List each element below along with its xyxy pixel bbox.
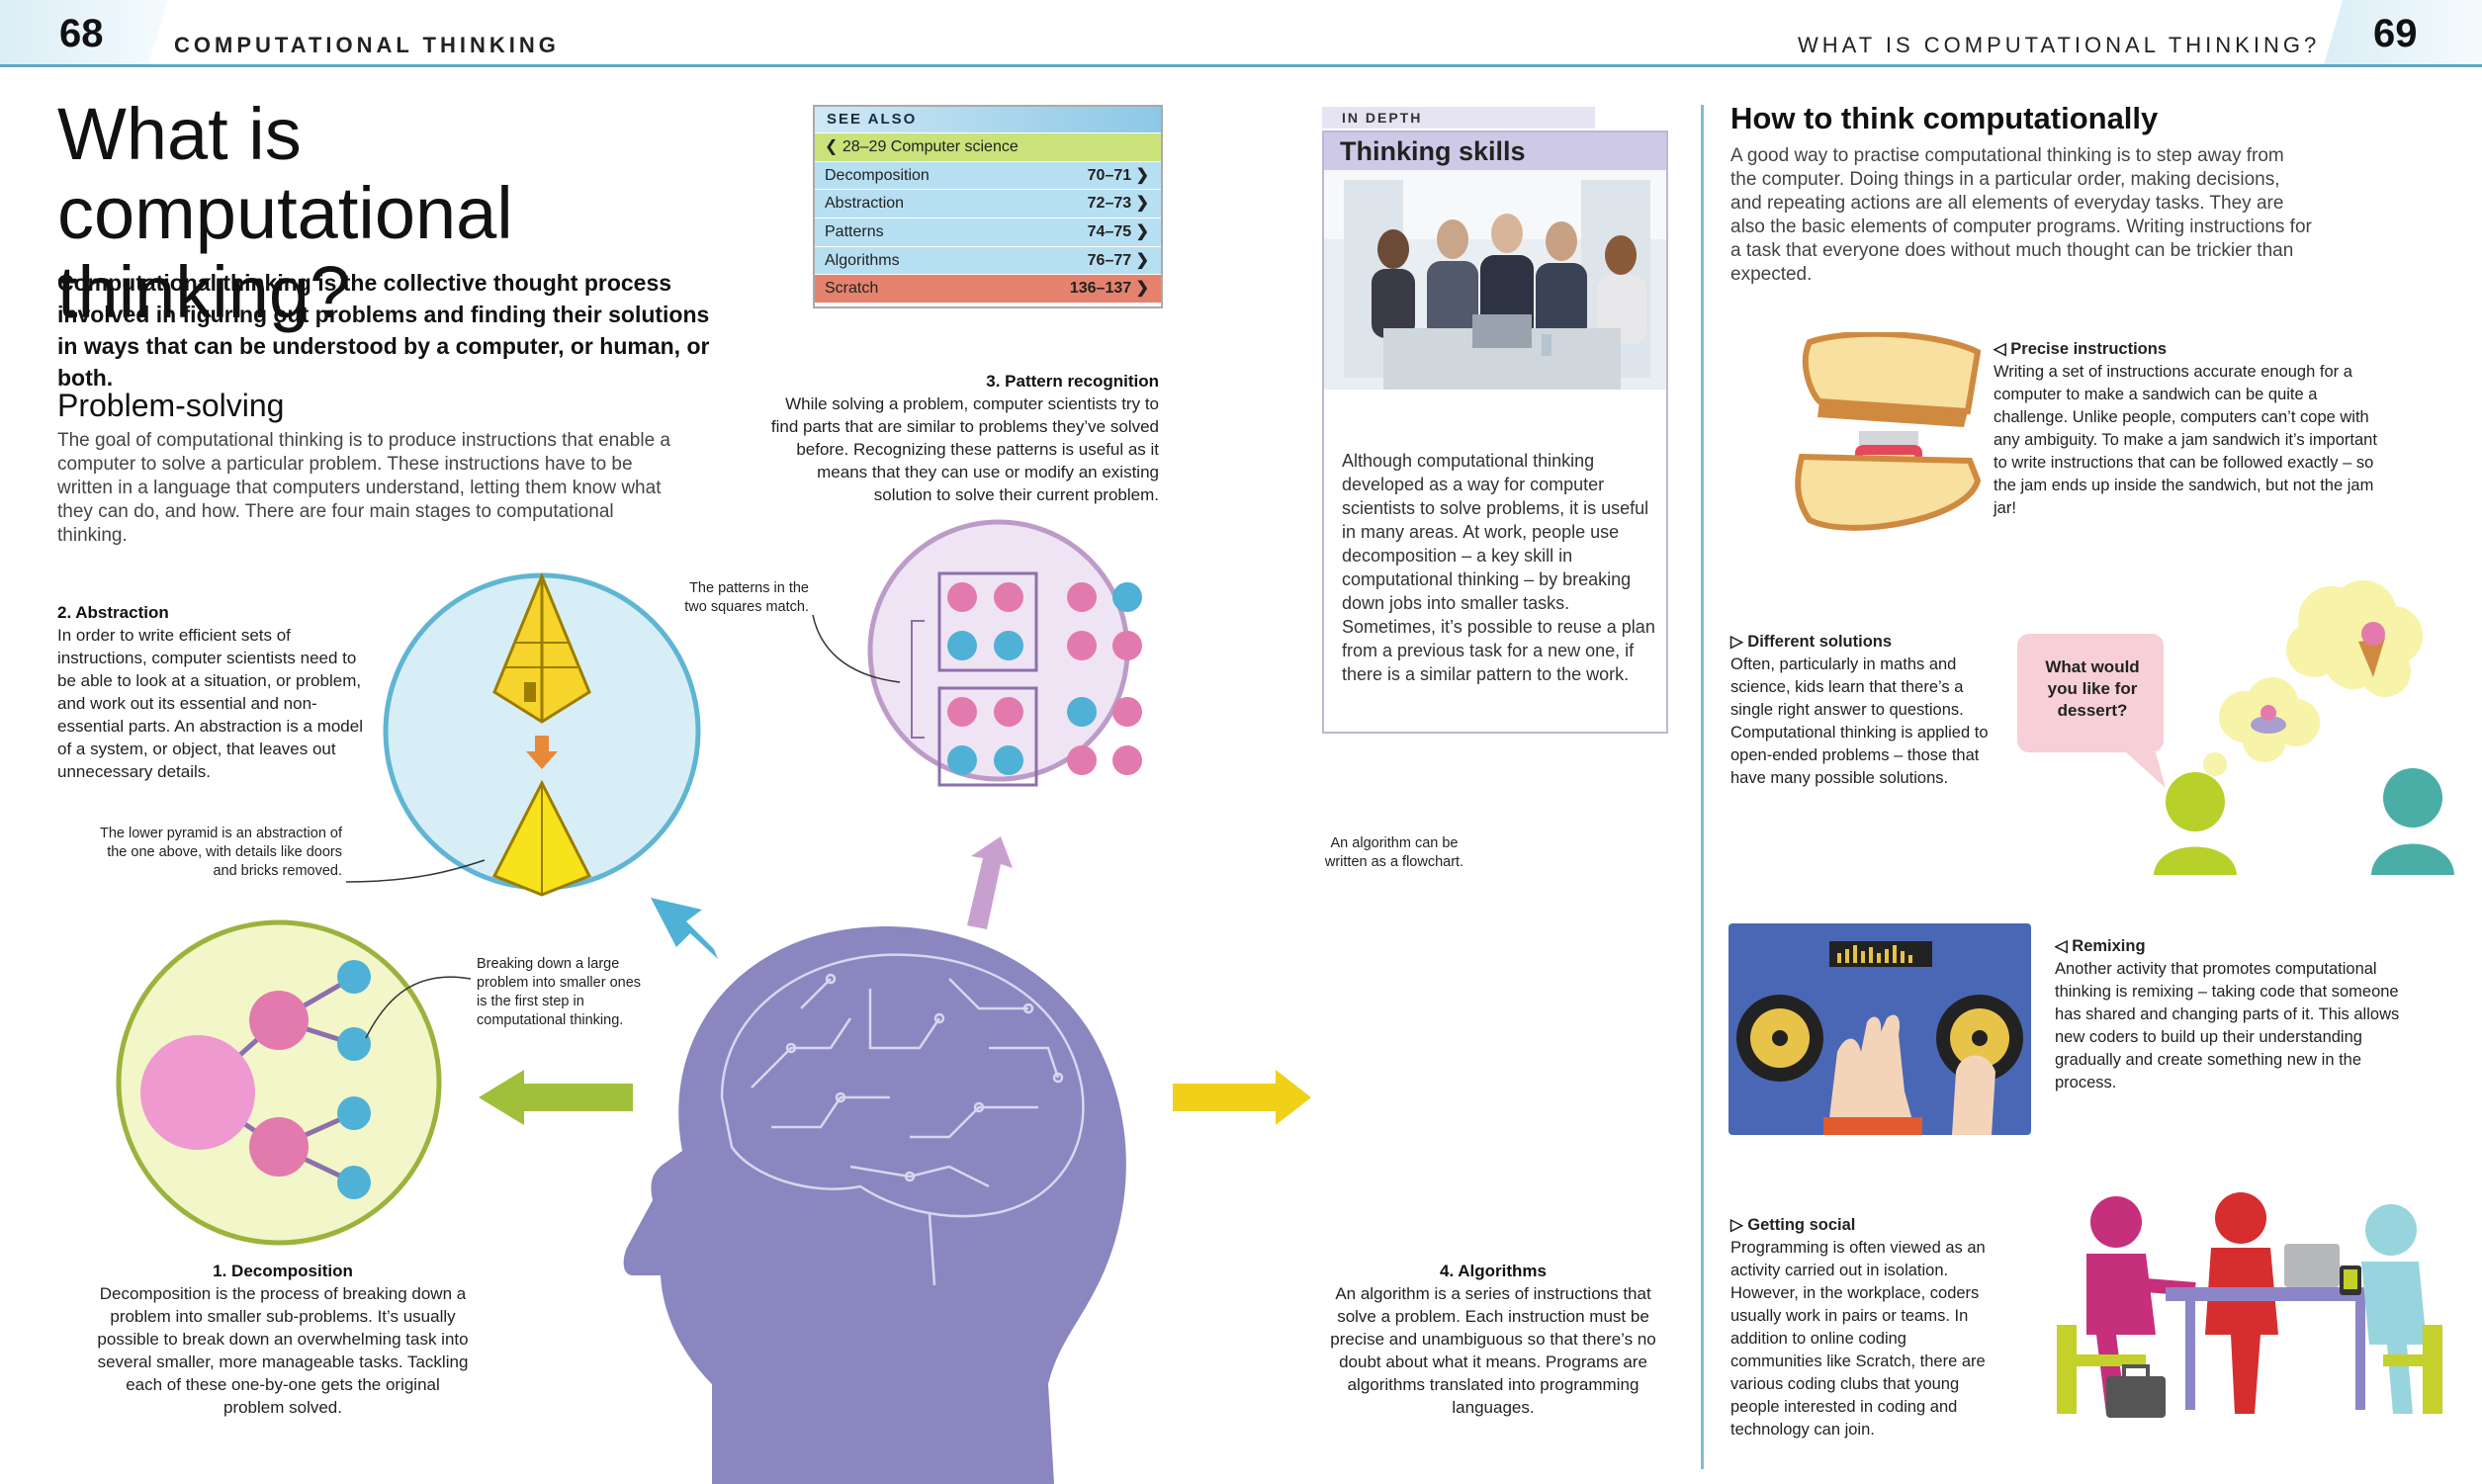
decomposition-tree [140,960,371,1199]
precise-instructions: ◁ Precise instructions Writing a set of … [1994,338,2389,520]
see-also-label: Decomposition [825,166,930,184]
remixing-text: Another activity that promotes computati… [2055,960,2400,1091]
see-also-heading: SEE ALSO [815,107,1161,132]
how-to-text: A good way to practise computational thi… [1730,145,2312,285]
algorithms-title: 4. Algorithms [1440,1262,1547,1280]
social-text: Programming is often viewed as an activi… [1730,1239,1986,1439]
right-page-number: 69 [2373,12,2418,55]
see-also-row[interactable]: Scratch 136–137 ❯ [815,274,1161,304]
page-title: What is computational thinking? [57,93,513,333]
remixing: ◁ Remixing Another activity that promote… [2055,935,2417,1094]
precise-title: ◁ Precise instructions [1994,340,2167,358]
getting-social: ▷ Getting social Programming is often vi… [1730,1214,1997,1441]
left-page-number: 68 [59,12,104,55]
different-solutions: ▷ Different solutions Often, particularl… [1730,631,1997,790]
see-also-row[interactable]: Decomposition 70–71 ❯ [815,160,1161,190]
decomposition-text: Decomposition is the process of breaking… [97,1284,469,1417]
in-depth-text: Although computational thinking develope… [1342,451,1655,684]
intro-paragraph: Computational thinking is the collective… [57,270,710,391]
dj-remixing-illustration [1729,923,2031,1135]
see-also-label: Patterns [825,223,884,241]
pyramid-arrow [535,736,549,753]
abstraction-note: The lower pyramid is an abstraction of t… [100,826,342,879]
see-also-row[interactable]: Patterns 74–75 ❯ [815,218,1161,246]
left-running-head: COMPUTATIONAL THINKING [174,33,560,57]
abstraction-title: 2. Abstraction [57,603,169,622]
algorithms-text: An algorithm is a series of instructions… [1330,1284,1656,1417]
left-page-tab [0,0,168,65]
annotation-lines [345,614,901,1039]
column-divider [1701,105,1704,1469]
decomposition-caption: 1. Decomposition Decomposition is the pr… [95,1260,471,1419]
arrow-to-algorithms [1173,1070,1311,1125]
arrow-to-pattern [967,836,1013,929]
pattern-dots [911,571,1142,787]
see-also-page: 70–71 ❯ [1087,166,1149,184]
brain-circuit-icon [720,953,1085,1286]
pattern-text: While solving a problem, computer scient… [770,394,1159,504]
pattern-note: The patterns in the two squares match. [684,580,809,615]
head-silhouette [623,926,1126,1484]
see-also-row[interactable]: Algorithms 76–77 ❯ [815,245,1161,275]
pyramid-detailed-icon [492,572,591,724]
see-also-label: Abstraction [825,195,905,213]
decomposition-title: 1. Decomposition [213,1262,353,1280]
dessert-conversation-illustration [2017,580,2454,875]
different-title: ▷ Different solutions [1730,633,1893,651]
see-also-page: 76–77 ❯ [1087,251,1149,269]
arrow-to-abstraction [651,898,718,959]
problem-solving-text: The goal of computational thinking is to… [57,430,670,546]
dessert-bubble-text: What would you like for dessert? [2045,657,2140,720]
see-also-label: Scratch [825,280,879,298]
remixing-title: ◁ Remixing [2055,937,2146,955]
pyramid-simple-icon [491,779,592,897]
in-depth-title: Thinking skills [1324,132,1666,170]
stages-diagram [116,519,1311,1484]
abstraction-text: In order to write efficient sets of inst… [57,626,363,781]
decomposition-circle [116,919,442,1246]
how-to-heading: How to think computationally [1730,101,2159,135]
right-running-head: WHAT IS COMPUTATIONAL THINKING? [1798,33,2321,57]
abstraction-caption: 2. Abstraction In order to write efficie… [57,601,364,783]
decomposition-note: Breaking down a large problem into small… [477,956,642,1028]
social-title: ▷ Getting social [1730,1216,1856,1234]
see-also-row[interactable]: ❮ 28–29 Computer science [815,132,1161,161]
in-depth-box: Thinking skills Although computational t… [1322,131,1668,734]
right-page-tab [2324,0,2482,65]
meeting-photo [1324,170,1666,390]
pattern-caption: 3. Pattern recognition While solving a p… [767,370,1159,506]
in-depth-tab: IN DEPTH [1322,107,1595,129]
problem-solving-heading: Problem-solving [57,388,285,423]
algorithms-note: An algorithm can be written as a flowcha… [1324,835,1464,870]
different-text: Often, particularly in maths and science… [1730,655,1989,787]
see-also-page: 136–137 ❯ [1069,280,1149,298]
jam-sandwich-illustration [1795,332,1982,531]
arrow-to-decomposition [479,1070,633,1125]
see-also-page: 72–73 ❯ [1087,195,1149,213]
see-also-label: Algorithms [825,251,900,269]
see-also-label: ❮ 28–29 Computer science [825,138,1019,155]
algorithms-caption: 4. Algorithms An algorithm is a series o… [1315,1260,1671,1419]
see-also-page: 74–75 ❯ [1087,223,1149,241]
see-also-row[interactable]: Abstraction 72–73 ❯ [815,189,1161,218]
precise-text: Writing a set of instructions accurate e… [1994,363,2377,517]
coding-club-illustration [2057,1192,2442,1418]
header-rule [0,64,2482,67]
pattern-title: 3. Pattern recognition [986,372,1159,391]
